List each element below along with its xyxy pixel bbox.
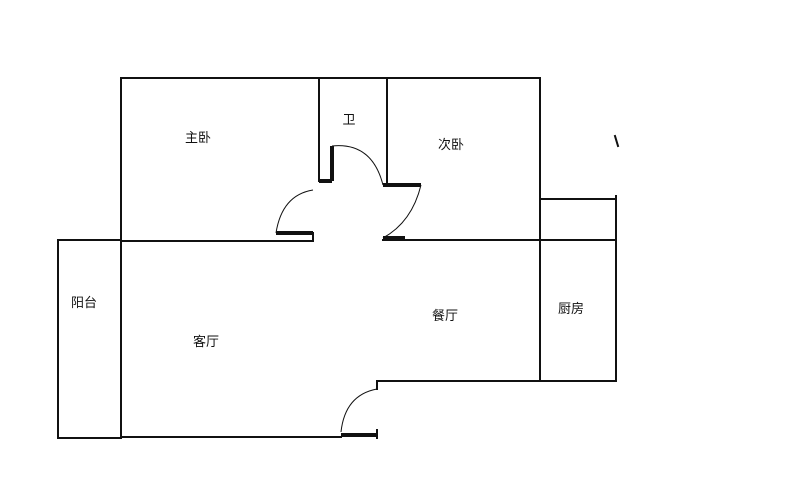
room-labels: 主卧 卫 次卧 阳台 客厅 餐厅 厨房 [71,113,584,350]
entry-door-arc [340,388,378,433]
label-living-room: 客厅 [193,334,219,350]
bath-door-arc [331,145,384,186]
label-kitchen: 厨房 [558,301,584,317]
wall-tick [613,134,620,148]
second-bed-door-arc [382,184,422,239]
label-second-bedroom: 次卧 [438,137,464,153]
door-arcs [275,145,422,433]
label-master-bedroom: 主卧 [185,131,211,146]
master-door-arc [275,189,314,234]
walls [57,77,620,439]
label-bathroom: 卫 [342,113,355,128]
label-dining-room: 餐厅 [432,308,458,324]
label-balcony: 阳台 [71,296,97,311]
